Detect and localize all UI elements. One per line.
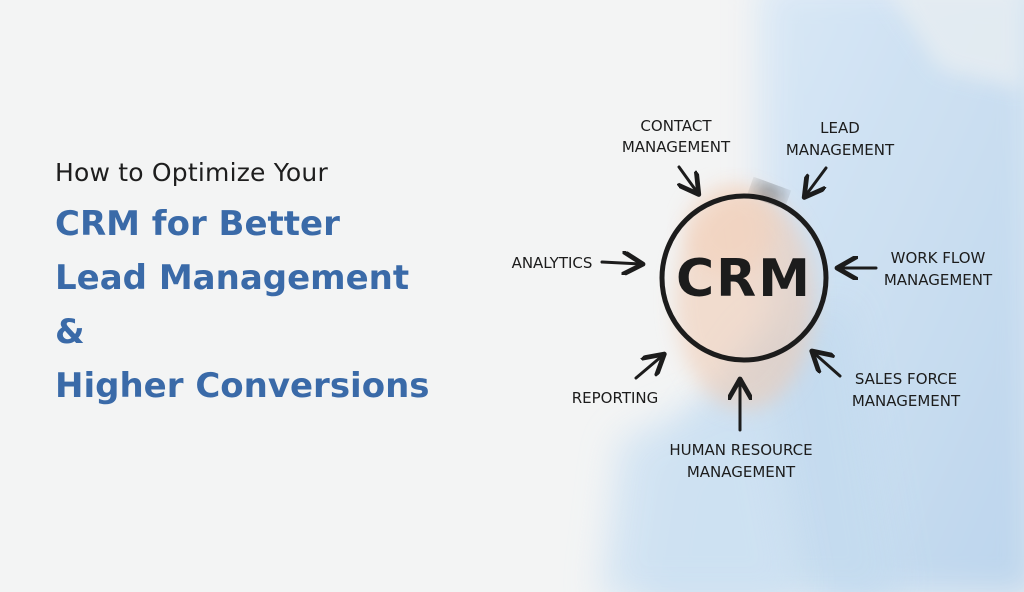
headline-line-2: Lead Management xyxy=(55,258,410,298)
arrow-reporting xyxy=(634,356,662,380)
node-hr: HUMAN RESOURCE MANAGEMENT xyxy=(669,441,812,481)
node-reporting-line-1: REPORTING xyxy=(572,389,659,407)
node-salesforce-line-1: SALES FORCE xyxy=(855,370,957,388)
node-hr-line-1: HUMAN RESOURCE xyxy=(669,441,812,459)
headline-line-3: & xyxy=(55,312,85,352)
node-workflow: WORK FLOW MANAGEMENT xyxy=(884,249,993,289)
node-reporting: REPORTING xyxy=(572,389,659,407)
node-workflow-line-2: MANAGEMENT xyxy=(884,271,993,289)
node-analytics: ANALYTICS xyxy=(512,254,593,272)
headline-line-1: CRM for Better xyxy=(55,204,340,244)
arrow-lead xyxy=(806,166,828,195)
node-analytics-line-1: ANALYTICS xyxy=(512,254,593,272)
crm-circle xyxy=(659,193,829,363)
node-salesforce: SALES FORCE MANAGEMENT xyxy=(852,370,961,410)
node-hr-line-2: MANAGEMENT xyxy=(687,463,796,481)
node-contact-line-2: MANAGEMENT xyxy=(622,138,731,156)
node-lead-line-2: MANAGEMENT xyxy=(786,141,895,159)
node-salesforce-line-2: MANAGEMENT xyxy=(852,392,961,410)
headline-subtitle: How to Optimize Your xyxy=(55,158,328,187)
arrow-contact xyxy=(679,165,697,192)
node-lead: LEAD MANAGEMENT xyxy=(786,119,895,159)
node-contact-line-1: CONTACT xyxy=(640,117,712,135)
crm-center-label: CRM xyxy=(676,249,812,309)
arrow-salesforce xyxy=(814,353,842,378)
arrow-analytics xyxy=(600,262,640,264)
node-lead-line-1: LEAD xyxy=(820,119,860,137)
headline-line-4: Higher Conversions xyxy=(55,366,430,406)
headline-block: How to Optimize Your CRM for Better Lead… xyxy=(55,158,495,413)
node-contact: CONTACT MANAGEMENT xyxy=(622,117,731,156)
node-workflow-line-1: WORK FLOW xyxy=(891,249,986,267)
